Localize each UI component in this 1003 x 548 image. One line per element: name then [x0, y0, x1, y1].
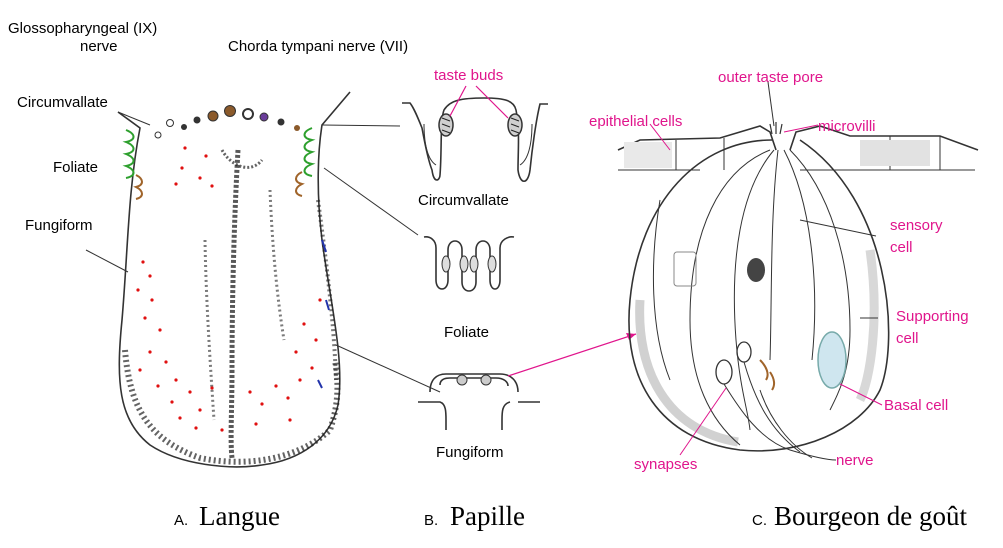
- papilla-foliate-label: Foliate: [444, 324, 489, 341]
- zoom-arrow: [508, 334, 636, 376]
- connector-fungiform: [336, 345, 440, 392]
- synapses-label: synapses: [634, 456, 697, 473]
- cell-nucleus: [747, 258, 765, 282]
- foliate-papilla-drawing: [424, 237, 514, 291]
- circumvallate-papilla-drawing: [402, 86, 548, 181]
- tongue-texture-left: [205, 240, 214, 420]
- papilla-dot: [181, 124, 187, 130]
- papilla-dot: [194, 117, 201, 124]
- microvilli-label: microvilli: [818, 118, 876, 135]
- tongue-texture-top: [222, 150, 262, 167]
- papilla-dot: [260, 113, 268, 121]
- blue-specks: [318, 240, 329, 388]
- papilla-dot: [167, 120, 174, 127]
- nerve-label: nerve: [836, 452, 874, 469]
- circumvallate-papillae-row: [155, 106, 300, 139]
- foliate-papillae-right: [296, 128, 312, 196]
- circumvallate-label: Circumvallate: [17, 94, 108, 111]
- caption-a-letter: A.: [174, 512, 188, 529]
- median-sulcus: [231, 150, 238, 458]
- epithelial-cells-label: epithelial cells: [589, 113, 682, 130]
- captions: A. Langue B. Papille C. Bourgeon de goût: [174, 501, 967, 531]
- sensory-cell-label-line2: cell: [890, 239, 913, 256]
- supporting-cell-label-line2: cell: [896, 330, 919, 347]
- supporting-cell-label-line1: Supporting: [896, 308, 969, 325]
- connector-circumvallate: [322, 125, 400, 126]
- papilla-dot: [294, 125, 300, 131]
- tongue-outline: [118, 92, 350, 467]
- fungiform-dots: [136, 146, 321, 431]
- papilla-dot: [243, 109, 253, 119]
- papilla-dot: [278, 119, 285, 126]
- fungiform-label: Fungiform: [25, 217, 93, 234]
- tongue-texture-right: [270, 190, 284, 340]
- foliate-label: Foliate: [53, 159, 98, 176]
- basal-cell-shape: [818, 332, 846, 388]
- glossopharyngeal-label-line2: nerve: [80, 38, 118, 55]
- tongue-illustration: Glossopharyngeal (IX) nerve Chorda tympa…: [8, 20, 408, 467]
- papilla-dot: [208, 111, 218, 121]
- outer-taste-pore-label: outer taste pore: [718, 69, 823, 86]
- taste-buds-label: taste buds: [434, 67, 503, 84]
- papilla-illustrations: taste buds Circumvallate Foliate Fungifo…: [402, 67, 548, 461]
- connector-foliate: [324, 168, 418, 235]
- papilla-circumvallate-label: Circumvallate: [418, 192, 509, 209]
- fungiform-papilla-drawing: [418, 374, 540, 430]
- sensory-cell-label-line1: sensory: [890, 217, 943, 234]
- glossopharyngeal-label-line1: Glossopharyngeal (IX): [8, 20, 157, 37]
- caption-c-text: Bourgeon de goût: [774, 501, 967, 531]
- caption-c-letter: C.: [752, 512, 767, 529]
- caption-b-letter: B.: [424, 512, 438, 529]
- caption-b-text: Papille: [450, 501, 525, 531]
- papilla-dot: [225, 106, 236, 117]
- caption-a-text: Langue: [199, 501, 280, 531]
- basal-cell-label: Basal cell: [884, 397, 948, 414]
- zoom-arrow-head: [626, 333, 636, 340]
- fungiform-pointer: [86, 250, 128, 272]
- papilla-fungiform-label: Fungiform: [436, 444, 504, 461]
- papilla-dot: [155, 132, 161, 138]
- chorda-tympani-label: Chorda tympani nerve (VII): [228, 38, 408, 55]
- taste-bud-illustration: outer taste pore epithelial cells microv…: [589, 69, 978, 473]
